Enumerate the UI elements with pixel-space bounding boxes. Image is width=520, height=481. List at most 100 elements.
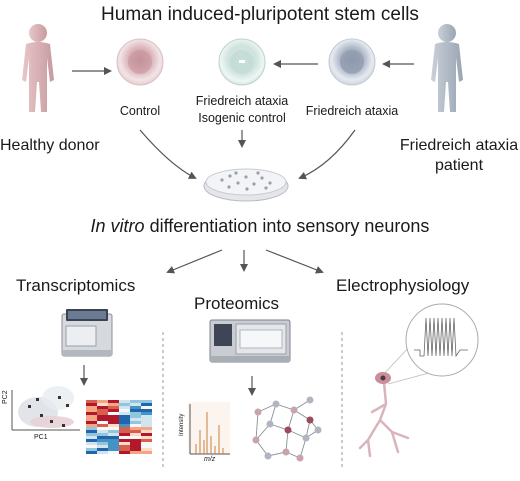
heatmap-cell — [119, 448, 130, 451]
heatmap-cell — [108, 427, 119, 430]
heatmap-cell — [108, 451, 119, 454]
transcriptomics-heading: Transcriptomics — [16, 276, 136, 295]
heatmap-cell — [108, 409, 119, 412]
heatmap-cell — [108, 442, 119, 445]
heatmap-cell — [119, 400, 130, 403]
heatmap-cell — [97, 418, 108, 421]
isogenic-line2-label: Isogenic control — [198, 111, 286, 125]
heatmap-cell — [97, 406, 108, 409]
heatmap-cell — [130, 445, 141, 448]
heatmap-cell — [141, 409, 152, 412]
healthy-donor-figure — [22, 24, 54, 112]
heatmap-cell — [108, 436, 119, 439]
heatmap-cell — [130, 412, 141, 415]
heatmap-cell — [130, 442, 141, 445]
heatmap-cell — [86, 430, 97, 433]
heatmap-cell — [141, 421, 152, 424]
heatmap-cell — [86, 418, 97, 421]
heatmap-cell — [86, 400, 97, 403]
heatmap-cell — [141, 400, 152, 403]
method-arrows — [80, 249, 324, 396]
heatmap-cell — [119, 439, 130, 442]
heatmap — [86, 400, 152, 454]
heatmap-cell — [119, 409, 130, 412]
heatmap-cell — [97, 439, 108, 442]
heatmap-cell — [108, 412, 119, 415]
differentiation-heading: In vitro differentiation into sensory ne… — [0, 216, 520, 237]
heatmap-cell — [86, 409, 97, 412]
heatmap-cell — [86, 406, 97, 409]
heatmap-cell — [130, 433, 141, 436]
differentiation-rest: differentiation into sensory neurons — [144, 216, 430, 236]
proteomics-heading: Proteomics — [194, 294, 280, 313]
heatmap-cell — [119, 451, 130, 454]
heatmap-cell — [141, 439, 152, 442]
heatmap-cell — [108, 415, 119, 418]
heatmap-cell — [119, 427, 130, 430]
heatmap-cell — [108, 424, 119, 427]
heatmap-cell — [141, 415, 152, 418]
heatmap-cell — [97, 424, 108, 427]
heatmap-cell — [119, 403, 130, 406]
heatmap-cell — [86, 448, 97, 451]
heatmap-cell — [86, 433, 97, 436]
heatmap-cell — [86, 424, 97, 427]
heatmap-cell — [119, 412, 130, 415]
heatmap-cell — [130, 409, 141, 412]
heatmap-cell — [86, 445, 97, 448]
heatmap-cell — [119, 436, 130, 439]
control-label: Control — [119, 104, 161, 118]
spectrum-y-axis-label: Intensity — [179, 413, 185, 436]
heatmap-cell — [108, 445, 119, 448]
heatmap-cell — [141, 403, 152, 406]
mass-spectrometer — [209, 319, 291, 363]
spectrum-x-axis-label: m/z — [204, 456, 216, 463]
heatmap-cell — [130, 436, 141, 439]
heatmap-cell — [119, 433, 130, 436]
heatmap-cell — [86, 421, 97, 424]
isogenic-control-cell — [218, 38, 266, 86]
heatmap-cell — [97, 412, 108, 415]
heatmap-cell — [130, 415, 141, 418]
heatmap-cell — [86, 442, 97, 445]
heatmap-cell — [86, 436, 97, 439]
heatmap-cell — [97, 403, 108, 406]
heatmap-cell — [141, 412, 152, 415]
friedreich-ataxia-cell — [328, 38, 376, 86]
network-nodes — [252, 396, 322, 462]
healthy-donor-label: Healthy donor — [0, 137, 100, 154]
petri-dish — [203, 168, 289, 202]
mass-spectrum — [188, 402, 230, 455]
isogenic-line1-label: Friedreich ataxia — [195, 94, 289, 108]
heatmap-cell — [141, 436, 152, 439]
heatmap-cell — [130, 421, 141, 424]
heatmap-cell — [108, 421, 119, 424]
heatmap-cell — [141, 433, 152, 436]
heatmap-cell — [119, 424, 130, 427]
heatmap-cell — [141, 427, 152, 430]
heatmap-cell — [97, 451, 108, 454]
heatmap-cell — [86, 403, 97, 406]
heatmap-cell — [141, 430, 152, 433]
heatmap-cell — [97, 427, 108, 430]
heatmap-cell — [130, 418, 141, 421]
heatmap-cell — [86, 451, 97, 454]
heatmap-cell — [86, 412, 97, 415]
heatmap-cell — [130, 406, 141, 409]
electrophysiology-heading: Electrophysiology — [336, 276, 470, 295]
heatmap-cell — [108, 430, 119, 433]
heatmap-cell — [141, 448, 152, 451]
pca-y-axis-label: PC2 — [2, 390, 9, 404]
heatmap-cell — [97, 445, 108, 448]
pca-plot — [11, 386, 80, 431]
heatmap-cell — [119, 415, 130, 418]
heatmap-cell — [97, 415, 108, 418]
heatmap-cell — [130, 448, 141, 451]
heatmap-cell — [119, 418, 130, 421]
heatmap-cell — [141, 406, 152, 409]
heatmap-cell — [97, 421, 108, 424]
heatmap-cell — [86, 427, 97, 430]
sensory-neuron — [358, 380, 410, 458]
heatmap-cell — [141, 418, 152, 421]
